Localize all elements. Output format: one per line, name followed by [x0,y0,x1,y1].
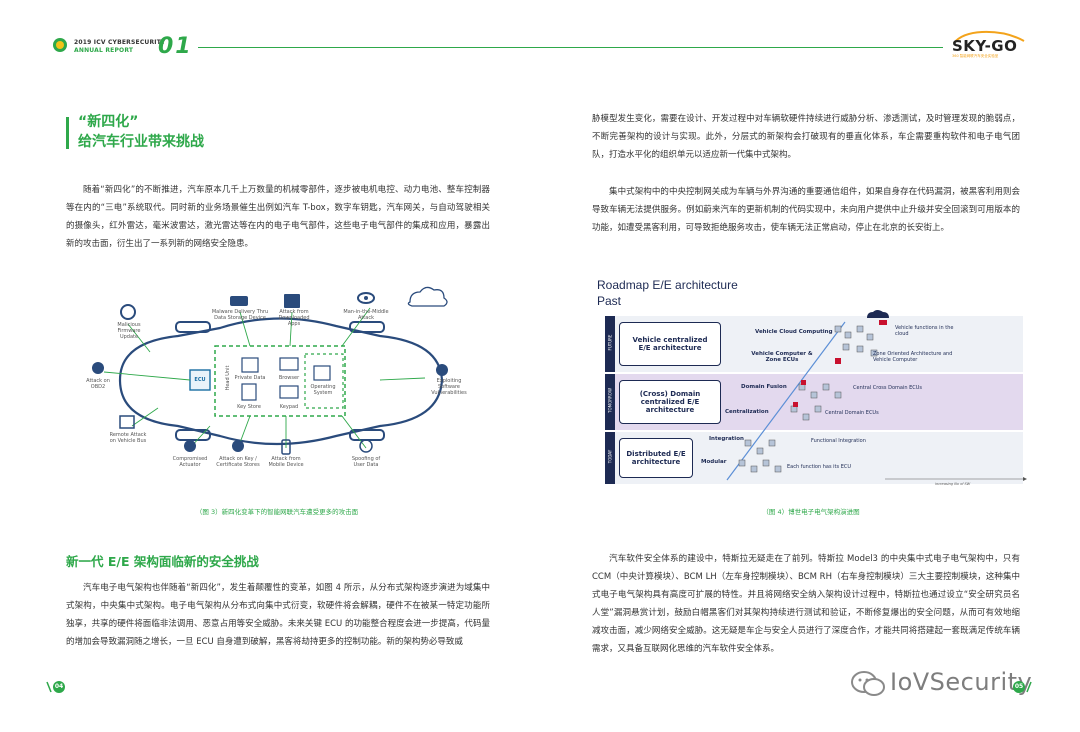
right-paragraph-1: 胁模型发生变化，需要在设计、开发过程中对车辆软硬件持续进行威胁分析、渗透测试，及… [592,114,1020,160]
box-domain-centralized-label: (Cross) Domain centralized E/E architect… [639,390,701,414]
lbl-modular: Modular [701,459,727,465]
figure-4-caption: （图 4）博世电子电气架构演进图 [762,508,860,516]
box-distributed-label: Distributed E/E architecture [626,450,686,466]
label-spoofing: Spoofing of User Data [351,456,381,468]
box-distributed: Distributed E/E architecture [619,438,693,478]
page-number-right: 05 [1012,680,1032,694]
tag-today [605,432,615,484]
title-bar [66,117,69,149]
header: 2019 ICV CYBERSECURITY ANNUAL REPORT 01 … [0,0,1080,60]
section-2-paragraph: 汽车电子电气架构也伴随着“新四化”，发生着颠覆性的变革，如图 4 所示，从分布式… [66,583,490,647]
label-malware-delivery: Malware Delivery Thru Data Storage Devic… [211,309,269,321]
page-number-left: 04 [46,680,66,694]
label-compromised-actuator: Compromised Actuator [172,456,208,468]
figure-4-roadmap: Roadmap E/E architecture Past FUTURE TOM… [595,274,1027,488]
label-ecu: ECU [194,377,206,383]
report-logo-icon [53,38,67,52]
lbl-centralization: Centralization [725,409,769,415]
label-browser: Browser [278,375,300,381]
figure-3-caption: （图 3）新四化变革下的智能网联汽车遭受更多的攻击面 [195,508,359,516]
label-obd2: Attack on OBD2 [86,378,110,390]
logo-subtitle: 360 智能网联汽车安全实验室 [952,54,999,58]
section-title-line2: 给汽车行业带来挑战 [78,134,204,150]
box-domain-centralized: (Cross) Domain centralized E/E architect… [619,380,721,424]
label-attack-downloaded-apps: Attack from Downloaded Apps [278,309,310,327]
label-private-data: Private Data [234,375,266,381]
figure-3-attack-surface: Malicious Firmware Update Malware Delive… [80,280,474,488]
lbl-domain-fusion: Domain Fusion [741,384,787,390]
label-attack-mobile: Attack from Mobile Device [268,456,304,468]
roadmap-title: Roadmap E/E architecture [597,278,738,292]
label-mitm: Man-in-the-Middle Attack [343,309,389,321]
lbl-each-function: Each function has its ECU [787,464,852,470]
intro-paragraph: 随着“新四化”的不断推进，汽车原本几千上万数量的机械零部件，逐步被电机电控、动力… [66,185,490,249]
watermark-text: IoVSecurity [890,668,1033,696]
logo-text: SKY-GO [952,37,1018,55]
tag-future [605,316,615,372]
wechat-icon [851,671,885,696]
label-operating-system: Operating System [310,384,336,396]
lbl-vehicle-computer: Vehicle Computer & Zone ECUs [751,351,813,363]
lbl-integration: Integration [709,436,744,442]
lbl-axis: increasing No of SW [935,482,971,486]
label-head-unit: Head Unit [225,365,231,391]
lbl-central-domain: Central Domain ECUs [825,410,879,416]
lbl-cloud-computing: Vehicle Cloud Computing [755,329,833,335]
box-vehicle-centralized: Vehicle centralized E/E architecture [619,322,721,366]
right-paragraph-2: 集中式架构中的中央控制网关成为车辆与外界沟通的重要通信组件，如果自身存在代码漏洞… [592,187,1020,233]
page-number-right-text: 05 [1014,683,1024,690]
header-rule [198,47,943,48]
page-number-left-text: 04 [54,683,64,690]
box-vehicle-centralized-label: Vehicle centralized E/E architecture [632,336,708,352]
label-key-store: Key Store [237,404,261,410]
report-title-line2: ANNUAL REPORT [74,47,134,54]
section-2-title: 新一代 E/E 架构面临新的安全挑战 [66,554,259,569]
tag-tomorrow [605,374,615,430]
lbl-zone-oriented: Zone Oriented Architecture and Vehicle C… [873,351,953,363]
label-exploiting-vulns: Exploiting Software Vulnerabilities [431,378,467,396]
label-malicious-firmware: Malicious Firmware Update [117,322,141,340]
lbl-functional-integration: Functional Integration [811,438,866,444]
lbl-central-cross: Central Cross Domain ECUs [853,385,922,391]
roadmap-subtitle: Past [597,294,622,308]
report-title-line1: 2019 ICV CYBERSECURITY [74,39,166,46]
lbl-functions-cloud: Vehicle functions in the cloud [895,325,954,337]
section-title-line1: “新四化” [78,114,139,130]
watermark: IoVSecurity [850,666,1050,702]
label-attack-key: Attack on Key / Certificate Stores [216,456,260,468]
label-remote-attack: Remote Attack on Vehicle Bus [109,432,147,444]
right-paragraph-3: 汽车软件安全体系的建设中，特斯拉无疑走在了前列。特斯拉 Model3 的中央集中… [592,554,1020,654]
skygo-logo: SKY-GO 360 智能网联汽车安全实验室 [948,30,1032,60]
car-outline-icon [953,30,1025,44]
chapter-number: 01 [158,34,193,59]
label-keypad: Keypad [279,404,299,410]
